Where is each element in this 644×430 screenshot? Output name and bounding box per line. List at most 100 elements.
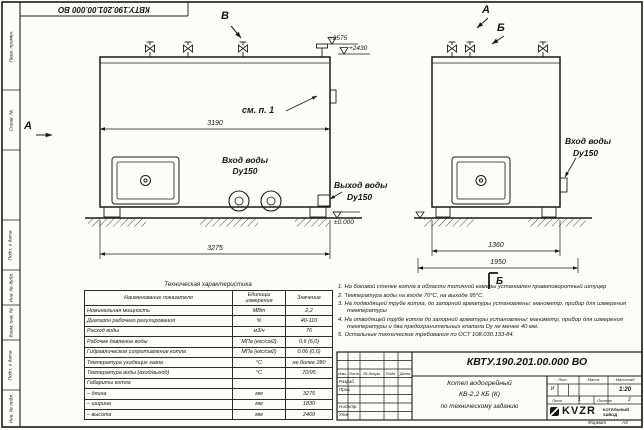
- sheet-label: Лист: [552, 397, 563, 403]
- lit-value: И: [550, 386, 555, 392]
- pipe-stub: [316, 43, 328, 49]
- support-foot: [309, 206, 327, 218]
- kvzr-logo-icon: [550, 407, 559, 416]
- role-nkontr: Н.контр.: [339, 403, 358, 409]
- title-block-grid: [336, 351, 643, 421]
- elevation-2430: +2430: [349, 45, 368, 52]
- role-prov: Пров.: [339, 387, 351, 393]
- elevation-2575: +2575: [329, 35, 348, 42]
- cell-value: 76: [285, 325, 333, 338]
- sheet-value: 1: [578, 396, 581, 403]
- cell-name: Температура уходящих газов: [84, 356, 233, 369]
- cell-name: Расход воды: [84, 325, 233, 338]
- side-inlet-label: Вход воды: [565, 136, 611, 146]
- water-outlet-flange: [317, 194, 331, 207]
- tech-characteristics-table: Техническая характеристика Наименование …: [84, 281, 333, 421]
- leader-arrows: [36, 17, 577, 289]
- cell-value: [285, 377, 333, 390]
- valve-icon: [465, 41, 475, 58]
- kvzr-logo-text: KVZR: [562, 405, 596, 417]
- support-foot: [103, 206, 121, 218]
- col-header-units: Единицы измерения: [232, 290, 286, 306]
- hdr-doc: № докум.: [363, 370, 381, 376]
- cell-units: МПа (кгс/см2): [232, 336, 286, 348]
- table-header-row: Наименование показателя Единицы измерени…: [84, 290, 333, 306]
- margin-field-vzam-inv: Взам. инв. №: [9, 307, 15, 338]
- cell-units: мм: [232, 398, 286, 410]
- role-razrab: Разраб.: [339, 378, 355, 384]
- product-name-line1: Котел водогрейный: [447, 380, 512, 387]
- cell-value: 70/95: [285, 367, 333, 379]
- water-inlet-flange-side: [559, 177, 568, 193]
- lit-label: Лит.: [558, 377, 568, 382]
- water-inlet-flanges: [228, 190, 282, 212]
- cell-value: 2,2: [285, 304, 333, 317]
- front-inlet-label: Вход воды: [222, 155, 268, 165]
- margin-field-podp-data-2: Подп. и дата: [9, 349, 14, 381]
- cell-value: 1830: [285, 398, 333, 410]
- cell-name: Гидравлическое сопротивление котла: [84, 346, 233, 358]
- scale-label: Масштаб: [615, 377, 635, 382]
- table-row: Диапазон рабочего регулирования%40-110: [84, 315, 333, 327]
- margin-field-inv-podl: Инв. № подл.: [9, 393, 15, 424]
- note-line: 3. На подводящей трубе котла, до запорно…: [338, 301, 627, 315]
- sheets-value: 2: [628, 396, 631, 403]
- elevation-marks: [327, 37, 370, 219]
- technical-notes: 1. На боковой стенке котла в области топ…: [338, 284, 638, 341]
- level-mark: [415, 211, 425, 219]
- cell-name: Температура воды (вход/выход): [84, 367, 233, 379]
- cell-name: – длина: [84, 388, 233, 400]
- margin-field-inv-dubl: Инв. № дубл.: [9, 272, 15, 303]
- margin-field-sprav-no: Справ. №: [9, 109, 14, 131]
- sheets-label: Листов: [597, 397, 612, 403]
- support-foot: [541, 206, 557, 218]
- note-line: 2. Температура воды на входе 70°С, на вы…: [338, 292, 484, 299]
- mass-label: Масса: [587, 377, 600, 382]
- hdr-podp: Подп.: [385, 370, 397, 376]
- format-label: Формат: [588, 420, 607, 425]
- valve-icon: [447, 41, 457, 58]
- valve-icon: [238, 41, 248, 58]
- top-rotated-doc-code: КВТУ.190.201.00.000 ВО: [58, 5, 150, 14]
- product-name-line3: по техническому заданию: [440, 403, 519, 410]
- cell-name: Рабочее давление воды: [84, 336, 233, 348]
- valve-icon: [145, 41, 155, 58]
- boiler-front-view: [99, 41, 337, 218]
- side-inlet-size: Dy150: [573, 148, 599, 158]
- col-header-value: Значение: [285, 290, 333, 306]
- title-block-doc-code: КВТУ.190.201.00.000 ВО: [466, 356, 588, 368]
- cell-name: – ширина: [84, 398, 233, 410]
- view-label-v-top: В: [221, 10, 229, 22]
- cell-units: °С: [232, 356, 286, 369]
- format-value: А3: [622, 420, 628, 425]
- front-outlet-label: Выход воды: [334, 180, 388, 190]
- cell-value: 40-110: [285, 315, 333, 327]
- front-inlet-size: Dy150: [232, 166, 258, 176]
- cell-units: МВт: [232, 304, 286, 317]
- role-utv: Утв.: [339, 412, 349, 418]
- dim-1950: 1950: [490, 258, 506, 266]
- cell-units: °С: [232, 367, 286, 379]
- note-line: 4. На отводящей трубе котла до запорной …: [338, 316, 623, 330]
- view-label-a-right: А: [482, 4, 490, 16]
- view-label-b-right: Б: [497, 22, 505, 34]
- cell-units: %: [232, 315, 286, 327]
- cell-name: Габариты котла: [84, 377, 233, 390]
- cell-value: 0,06 (0,6): [285, 346, 333, 358]
- cell-name: Диапазон рабочего регулирования: [84, 315, 233, 327]
- cell-units: МПа (кгс/см2): [232, 346, 286, 358]
- note-line: 1. На боковой стенке котла в области топ…: [338, 284, 607, 290]
- boiler-side-view: [431, 41, 568, 218]
- tech-table-title: Техническая характеристика: [164, 281, 252, 288]
- section-label-b-bottom: Б: [496, 276, 504, 287]
- ground-line: [85, 211, 592, 227]
- tech-table: Наименование показателя Единицы измерени…: [84, 290, 333, 421]
